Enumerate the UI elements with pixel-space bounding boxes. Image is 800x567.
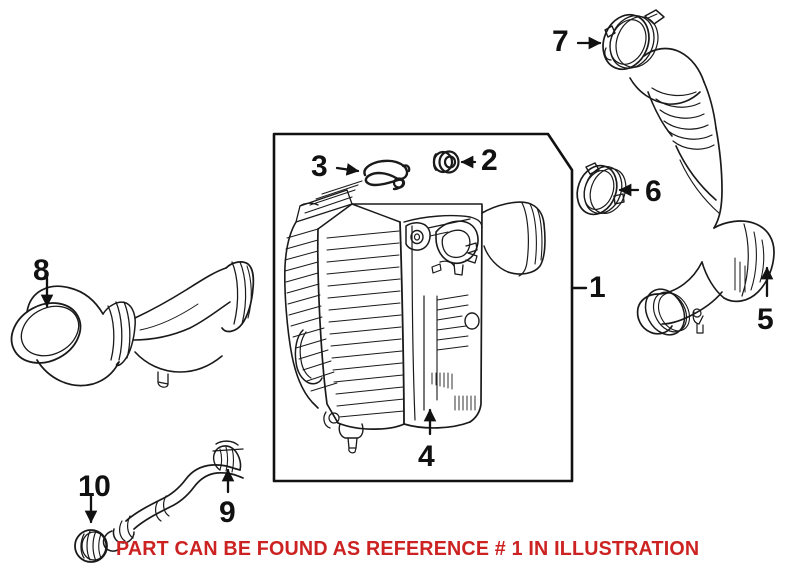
part-8-air-intake-duct-left xyxy=(10,261,255,388)
part-5-air-intake-duct-right xyxy=(629,47,775,336)
callout-label-7: 7 xyxy=(552,25,569,58)
reference-caption: PART CAN BE FOUND AS REFERENCE # 1 IN IL… xyxy=(116,537,700,560)
part-3-retainer-clip xyxy=(363,159,411,191)
callout-label-5: 5 xyxy=(757,303,774,336)
part-7-hose-clamp-upper xyxy=(602,9,665,71)
callout-label-6: 6 xyxy=(645,175,662,208)
air-cleaner-housing xyxy=(284,180,546,454)
callout-label-2: 2 xyxy=(481,144,498,177)
part-10-seal-grommet xyxy=(74,529,108,563)
part-9-breather-hose xyxy=(102,440,244,552)
callout-label-10: 10 xyxy=(78,470,111,503)
leader-3 xyxy=(335,163,360,176)
callout-label-9: 9 xyxy=(219,496,236,529)
callout-label-8: 8 xyxy=(33,254,50,287)
part-2-grommet xyxy=(432,150,460,174)
callout-label-3: 3 xyxy=(311,150,328,183)
callout-label-4: 4 xyxy=(418,440,435,473)
group-box-outline xyxy=(272,132,574,483)
callout-label-1: 1 xyxy=(589,271,606,304)
